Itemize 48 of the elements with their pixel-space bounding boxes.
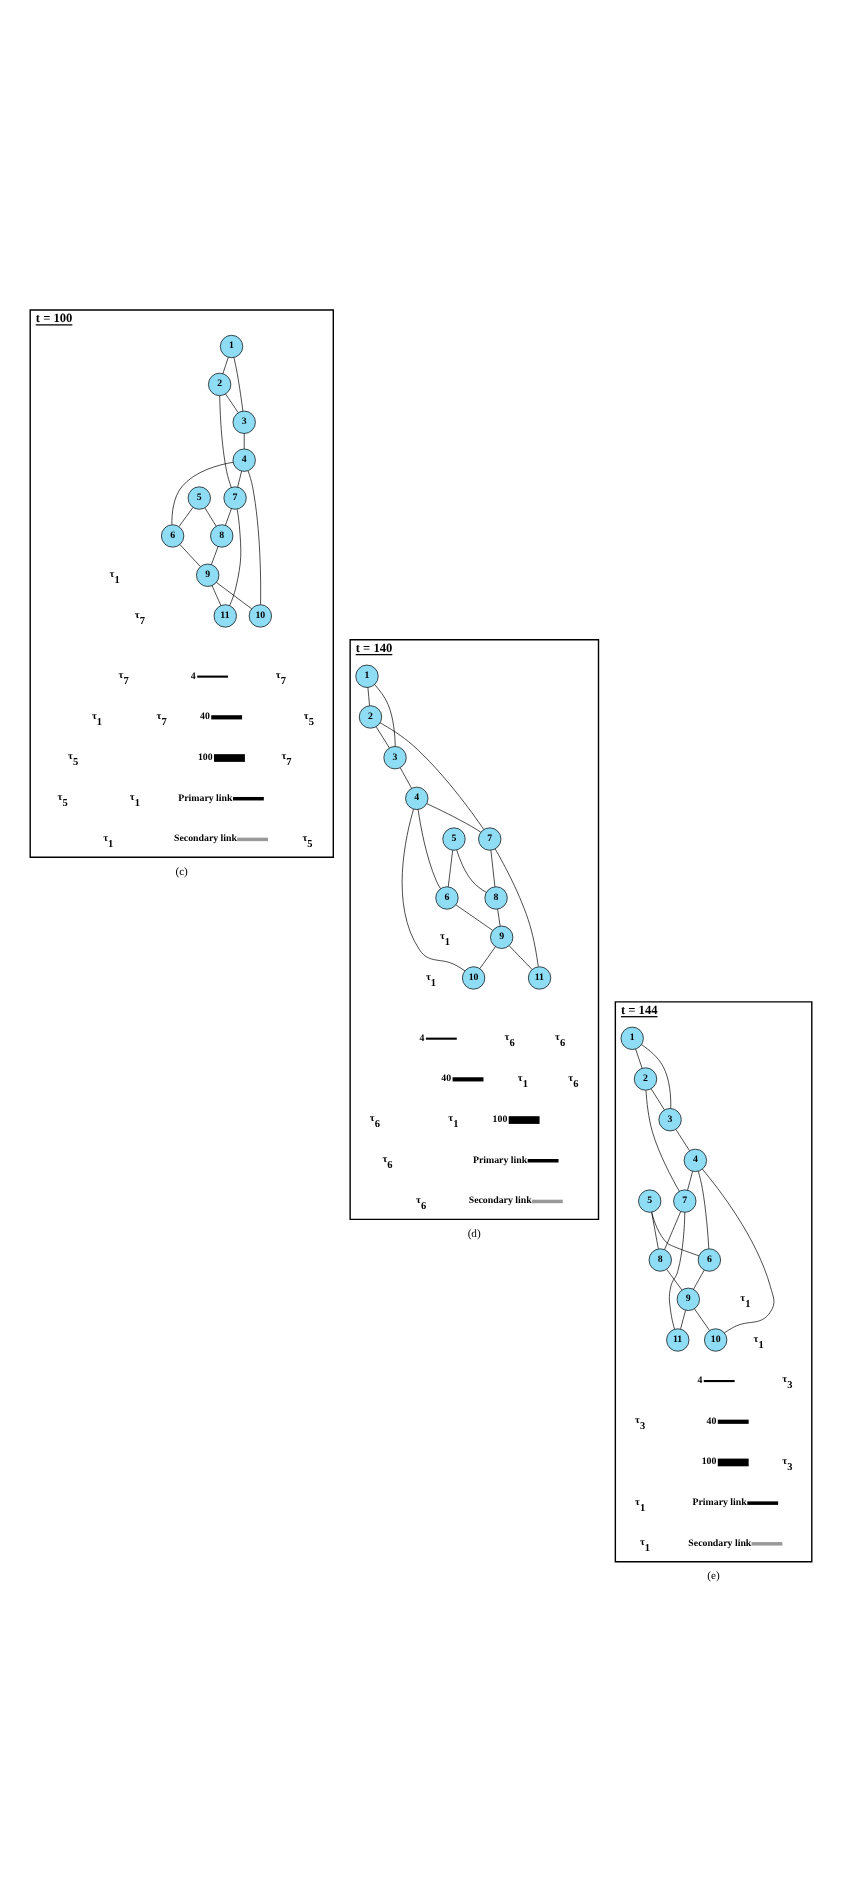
connector [367, 686, 370, 706]
connector [225, 507, 232, 525]
connector [374, 683, 396, 746]
connector [641, 1043, 672, 1108]
connector [635, 1047, 643, 1068]
connector [401, 807, 466, 971]
connector [237, 469, 242, 487]
connector [211, 545, 219, 564]
connector [675, 1128, 690, 1150]
connector [664, 1210, 681, 1249]
connector [456, 848, 487, 892]
connector [694, 1307, 710, 1330]
connector [399, 766, 412, 788]
connector [497, 907, 501, 926]
connector [178, 506, 194, 526]
connector [490, 848, 496, 887]
connector [219, 394, 232, 487]
connector [680, 1309, 686, 1329]
connector [225, 392, 239, 412]
connector [216, 581, 252, 609]
connector [651, 1211, 659, 1249]
connector [508, 944, 533, 969]
connector [171, 460, 234, 524]
connector [669, 1211, 686, 1329]
connector [243, 432, 245, 449]
connector [447, 848, 454, 887]
connector [455, 903, 493, 930]
connector [650, 1087, 665, 1110]
connector [229, 507, 242, 605]
connector [211, 584, 222, 605]
connector [494, 847, 539, 966]
connector [426, 802, 482, 832]
connector [687, 1170, 693, 1190]
connector [375, 725, 390, 748]
connector [698, 1170, 710, 1249]
connector [702, 1167, 775, 1333]
connector [645, 1089, 680, 1191]
connector [204, 506, 217, 526]
connector [379, 721, 485, 829]
connector [222, 356, 229, 373]
connector [179, 543, 201, 566]
connector [417, 808, 441, 889]
connector [666, 1267, 683, 1290]
connector [479, 945, 496, 968]
connector [233, 356, 244, 411]
connector [247, 469, 262, 604]
connector [651, 1210, 700, 1256]
connector [693, 1268, 705, 1289]
